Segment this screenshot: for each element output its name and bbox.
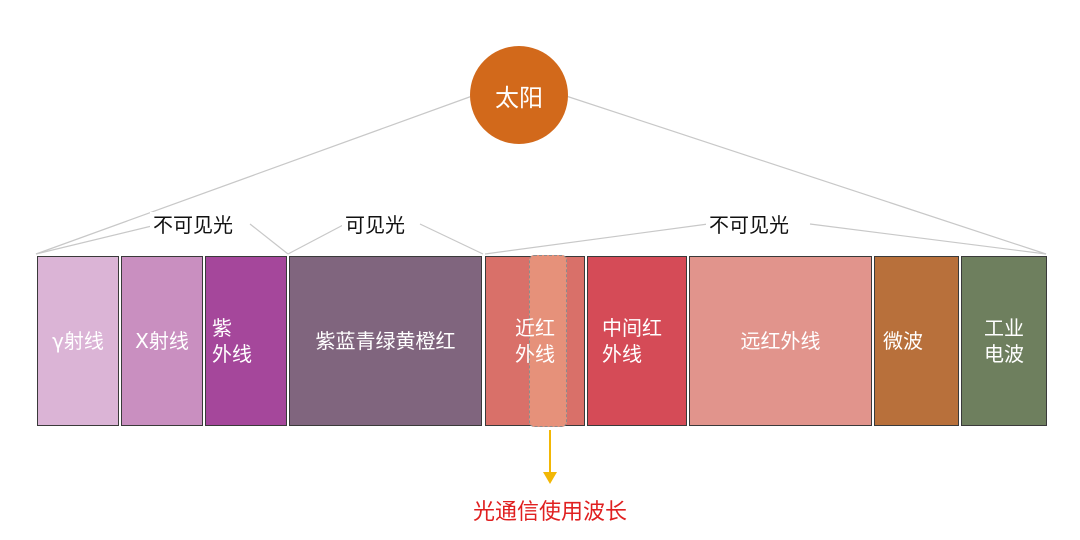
visible-bracket-right bbox=[419, 223, 484, 255]
band-label-microwave: 微波 bbox=[883, 329, 923, 353]
annotation-arrow-line bbox=[549, 430, 551, 474]
band-ultraviolet: 紫 外线 bbox=[205, 256, 287, 426]
band-label-far-infrared: 远红外线 bbox=[740, 329, 821, 353]
band-x-ray: X射线 bbox=[121, 256, 203, 426]
band-mid-infrared: 中间红 外线 bbox=[587, 256, 687, 426]
band-label-x-ray: X射线 bbox=[135, 329, 189, 353]
band-industrial-radio: 工业 电波 bbox=[961, 256, 1047, 426]
band-gamma-ray: γ射线 bbox=[37, 256, 119, 426]
sun-right-line bbox=[562, 94, 1047, 255]
invisible-right-bracket-right bbox=[809, 223, 1047, 255]
band-label-mid-infrared: 中间红 外线 bbox=[602, 316, 662, 366]
group-label-invisible-right: 不可见光 bbox=[706, 212, 792, 238]
visible-bracket-left bbox=[287, 223, 346, 255]
invisible-left-bracket-left bbox=[35, 223, 161, 255]
band-label-near-infrared: 近红 外线 bbox=[515, 316, 555, 366]
sun-label: 太阳 bbox=[495, 83, 543, 112]
invisible-right-bracket-left bbox=[484, 223, 709, 255]
group-label-visible: 可见光 bbox=[342, 212, 408, 238]
optical-communication-highlight bbox=[529, 255, 567, 427]
group-label-invisible-left: 不可见光 bbox=[150, 212, 236, 238]
annotation-arrow-head bbox=[543, 472, 557, 484]
band-far-infrared: 远红外线 bbox=[689, 256, 872, 426]
band-label-industrial-radio: 工业 电波 bbox=[984, 316, 1024, 366]
band-label-visible-spectrum: 紫蓝青绿黄橙红 bbox=[315, 329, 456, 353]
sun-node: 太阳 bbox=[470, 46, 568, 144]
invisible-left-bracket-right bbox=[249, 223, 289, 255]
sun-left-line bbox=[35, 94, 476, 255]
band-visible-spectrum: 紫蓝青绿黄橙红 bbox=[289, 256, 482, 426]
annotation-caption: 光通信使用波长 bbox=[472, 500, 627, 525]
band-microwave: 微波 bbox=[874, 256, 959, 426]
band-label-gamma-ray: γ射线 bbox=[52, 329, 104, 353]
band-label-ultraviolet: 紫 外线 bbox=[212, 316, 252, 366]
